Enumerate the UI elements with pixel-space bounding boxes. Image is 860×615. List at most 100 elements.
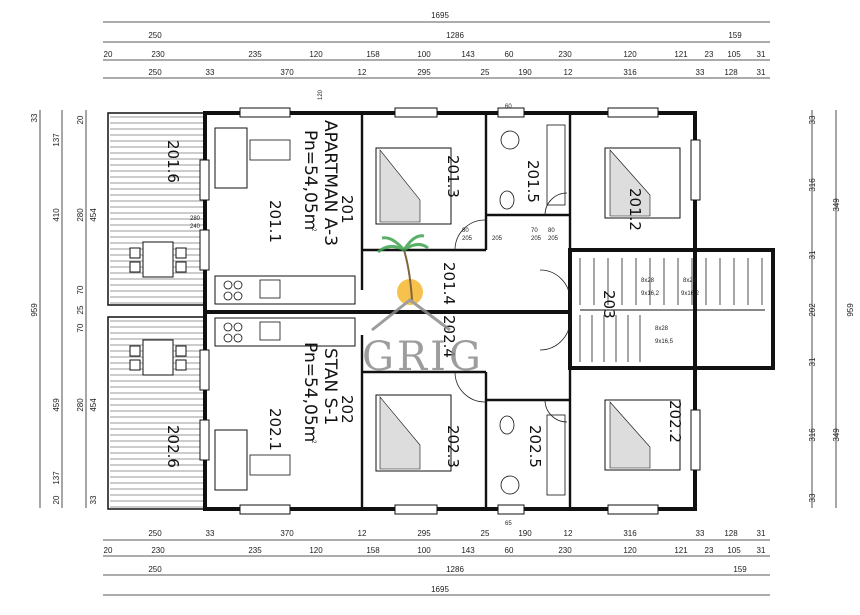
dim-top-r1-1: 1286 <box>446 31 464 40</box>
dim-left-i4: 25 <box>76 305 85 314</box>
dim-bot-r2-3: 120 <box>309 546 323 555</box>
dim-top-r2-0: 20 <box>104 50 113 59</box>
dim-top-r2-11: 23 <box>705 50 714 59</box>
dim-top-r2-9: 120 <box>623 50 637 59</box>
room-202-1: 202.1 <box>266 408 284 451</box>
dim-bot-r2-10: 121 <box>674 546 688 555</box>
dim-left-o1: 137 <box>52 133 61 147</box>
table-set-lower <box>129 339 187 376</box>
room-202-5: 202.5 <box>526 425 544 468</box>
dim-top-r3-5: 25 <box>481 68 490 77</box>
stair-label-0: 8x28 <box>641 278 655 284</box>
apartment-name-lower: STAN S-1 <box>320 348 340 425</box>
dim-top-r2-13: 31 <box>757 50 766 59</box>
outer-walls <box>203 111 775 511</box>
dim-bot-r2-11: 23 <box>705 546 714 555</box>
dim-left-i2: 454 <box>89 208 98 222</box>
bed-201-2 <box>604 147 681 219</box>
dim-right-o5: 316 <box>808 428 817 442</box>
room-203: 203 <box>600 290 618 319</box>
dim-top-r2-10: 121 <box>674 50 688 59</box>
dim-top-r3-4: 295 <box>417 68 431 77</box>
dim-top-r3-2: 370 <box>280 68 294 77</box>
dim-top-r2-3: 120 <box>309 50 323 59</box>
left-dimensions: 33 137 410 959 459 137 20 20 280 454 70 … <box>30 110 98 508</box>
dim-bot-r3-6: 190 <box>518 529 532 538</box>
grig-logo: GRIG <box>362 234 484 380</box>
dim-bot-r2-9: 120 <box>623 546 637 555</box>
dim-bot-r3-8: 316 <box>623 529 637 538</box>
room-201-5: 201.5 <box>524 160 542 203</box>
dim-right-o6: 33 <box>808 493 817 502</box>
dim-right-i1: 959 <box>846 303 855 317</box>
dim-top-r3-3: 12 <box>358 68 367 77</box>
dim-bot-r2-12: 105 <box>727 546 741 555</box>
windows <box>199 107 701 515</box>
dim-top-r2-1: 230 <box>151 50 165 59</box>
dim-bot-r2-8: 230 <box>558 546 572 555</box>
apartment-unit-upper: 201 <box>338 195 356 224</box>
dim-bot-r3-10: 128 <box>724 529 738 538</box>
door-label-9: 240 <box>190 224 201 230</box>
dim-top-total: 1695 <box>431 11 449 20</box>
room-202-2: 202.2 <box>666 400 684 443</box>
dim-bot-r2-7: 60 <box>505 546 514 555</box>
dim-bot-r2-1: 230 <box>151 546 165 555</box>
dim-right-o1: 316 <box>808 178 817 192</box>
bathroom-202-5 <box>499 414 566 496</box>
stair-label-4: 8x28 <box>655 326 669 332</box>
dim-top-r3-8: 316 <box>623 68 637 77</box>
dim-top-r2-12: 105 <box>727 50 741 59</box>
dim-left-i7: 454 <box>89 398 98 412</box>
dim-bot-r1-1: 1286 <box>446 565 464 574</box>
dim-left-o3: 959 <box>30 303 39 317</box>
dim-bot-total: 1695 <box>431 585 449 594</box>
room-201-2: 201.2 <box>626 188 644 231</box>
stair-label-1: 8x28 <box>683 278 697 284</box>
apartment-name-upper: APARTMAN A-3 <box>320 120 340 246</box>
dim-left-o5: 137 <box>52 471 61 485</box>
dim-bot-r3-5: 25 <box>481 529 490 538</box>
dim-right-i0: 349 <box>832 198 841 212</box>
dim-top-r2-5: 100 <box>417 50 431 59</box>
logo-text: GRIG <box>362 334 484 380</box>
palm-icon <box>377 234 429 301</box>
bed-202-2 <box>604 399 681 471</box>
dim-bot-r2-13: 31 <box>757 546 766 555</box>
dim-top-r2-6: 143 <box>461 50 475 59</box>
apartment-area-upper: Pn=54,05m <box>300 130 320 230</box>
dim-bot-r2-6: 143 <box>461 546 475 555</box>
dim-right-o4: 31 <box>808 357 817 366</box>
door-label-8: 280 <box>190 216 201 222</box>
dim-bot-r3-7: 12 <box>564 529 573 538</box>
door-label-2: 80 <box>462 228 469 234</box>
apartment-area-upper-sup: 2 <box>310 228 316 232</box>
room-202-6: 202.6 <box>164 425 182 468</box>
dim-bot-r2-0: 20 <box>104 546 113 555</box>
dim-left-o4: 459 <box>52 398 61 412</box>
dim-left-i6: 280 <box>76 398 85 412</box>
sofa-lower <box>214 429 291 491</box>
door-label-4: 70 <box>531 228 538 234</box>
room-201-1: 201.1 <box>266 200 284 243</box>
dim-bot-r2-4: 158 <box>366 546 380 555</box>
stair-label-3: 9x16,2 <box>681 291 700 297</box>
apartment-labels: 201 APARTMAN A-3 Pn=54,05m 2 202 STAN S-… <box>300 120 356 444</box>
door-label-0: 120 <box>318 89 324 100</box>
staircase: 8x28 8x28 9x16,2 9x16,2 8x28 9x16,5 <box>579 258 765 362</box>
right-dimensions: 33 316 31 202 31 316 33 349 959 349 <box>808 110 855 508</box>
apartment-unit-lower: 202 <box>338 395 356 424</box>
door-swings <box>454 192 571 423</box>
dim-bot-r2-2: 235 <box>248 546 262 555</box>
top-dimensions: 1695 250 1286 159 20 230 235 120 158 100… <box>103 11 770 79</box>
door-label-7: 205 <box>548 236 559 242</box>
dim-top-r3-7: 12 <box>564 68 573 77</box>
apartment-area-lower: Pn=54,05m <box>300 342 320 442</box>
bottom-dimensions: 250 33 370 12 295 25 190 12 316 33 128 3… <box>103 529 770 596</box>
dim-left-i3: 70 <box>76 285 85 294</box>
dim-top-r3-1: 33 <box>206 68 215 77</box>
dim-bot-r3-4: 295 <box>417 529 431 538</box>
stair-label-2: 9x16,2 <box>641 291 660 297</box>
dim-top-r3-11: 31 <box>757 68 766 77</box>
sofa-upper <box>214 127 291 189</box>
